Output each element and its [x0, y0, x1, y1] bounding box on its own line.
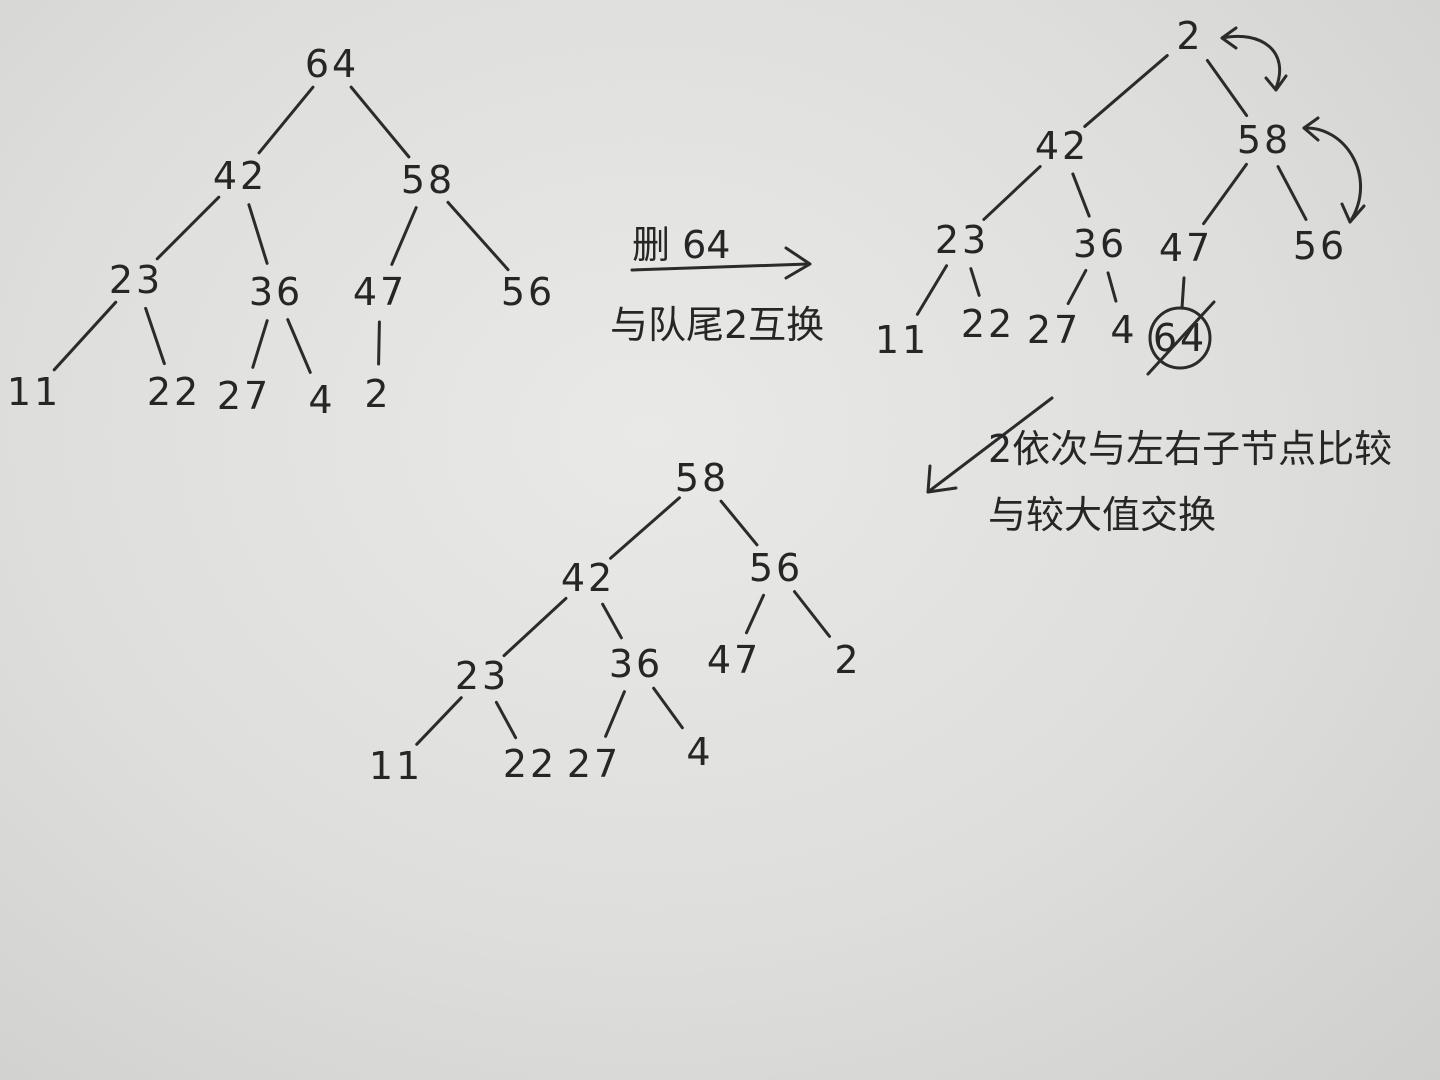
tree-node: 58 — [401, 158, 455, 202]
root-swap-arrow-head-bottom — [1264, 74, 1288, 92]
right-swap-arrow-head-bottom — [1340, 202, 1366, 224]
tree-edge — [1066, 268, 1088, 306]
tree-edge — [257, 85, 315, 155]
removed-node-circle — [1148, 306, 1212, 370]
tree-node: 36 — [249, 270, 303, 314]
removed-node-marker — [1146, 300, 1216, 376]
tree-node: 58 — [1237, 118, 1291, 162]
swap-arrows — [1220, 26, 1366, 224]
tree-edge — [1106, 271, 1118, 303]
tree-node: 4 — [686, 730, 713, 774]
tree-node: 47 — [1159, 226, 1213, 270]
tree-node: 27 — [217, 374, 271, 418]
tree-edge — [1276, 165, 1308, 221]
tree-node: 27 — [567, 742, 621, 786]
tree-edge — [744, 593, 766, 635]
tree-edge — [1205, 58, 1249, 118]
tree-node: 11 — [369, 744, 423, 788]
tree-node: 4 — [308, 378, 335, 422]
tree-node: 42 — [561, 556, 615, 600]
tree-edge — [609, 496, 681, 560]
tree-edge — [982, 165, 1042, 221]
tree-edge — [494, 700, 518, 740]
tree-edge — [719, 499, 759, 547]
tree-node: 22 — [147, 370, 201, 414]
sift-step-annotation: 2依次与左右子节点比较 与较大值交换 — [926, 396, 1392, 537]
delete-step-annotation: 删 64 与队尾2互换 — [610, 223, 824, 347]
tree-edge — [601, 602, 623, 640]
tree-node: 2 — [834, 638, 861, 682]
tree-node: 11 — [7, 370, 61, 414]
tree-edge — [144, 306, 166, 366]
delete-label: 删 64 — [632, 223, 730, 267]
tree-node: 27 — [1027, 308, 1081, 352]
right-swap-arrow — [1302, 126, 1362, 224]
tree-node: 2 — [1176, 14, 1203, 58]
tree-edge — [1071, 172, 1091, 218]
tree-node: 4 — [1110, 308, 1137, 352]
tree-edge — [247, 203, 269, 265]
tree-node: 47 — [353, 270, 407, 314]
tree-node: 42 — [1035, 124, 1089, 168]
tree-edge — [969, 267, 981, 297]
tree-edge — [390, 206, 418, 266]
tree-edge — [415, 696, 463, 746]
delete-arrow-head — [784, 246, 812, 280]
root-swap-arrow-head-top — [1220, 26, 1238, 50]
tree-node: 36 — [1073, 222, 1127, 266]
tree-node: 64 — [305, 42, 359, 86]
tree-edge — [286, 318, 312, 374]
tree-node: 23 — [935, 218, 989, 262]
tree-edge — [1083, 54, 1169, 128]
delete-swap-label: 与队尾2互换 — [610, 303, 824, 347]
tree-edge — [446, 200, 510, 272]
tree-node: 36 — [609, 642, 663, 686]
tree-node: 23 — [109, 258, 163, 302]
tree-node: 58 — [675, 456, 729, 500]
tree-node: 22 — [961, 302, 1015, 346]
tree-edge — [377, 320, 381, 366]
right-swap-arrow-head-top — [1302, 116, 1320, 142]
tree-node: 56 — [501, 270, 555, 314]
tree-edge — [251, 319, 269, 369]
tree-node: 42 — [213, 154, 267, 198]
root-swap-arrow — [1220, 35, 1282, 90]
tree-node: 56 — [749, 546, 803, 590]
tree-edge — [915, 264, 949, 316]
tree-edge — [792, 590, 832, 638]
sift-arrow-head — [926, 464, 958, 494]
sift-compare-label: 2依次与左右子节点比较 — [988, 427, 1392, 471]
tree-node: 11 — [875, 318, 929, 362]
removed-node-cross-a — [1146, 300, 1216, 376]
tree-edge — [652, 686, 684, 730]
tree-node: 47 — [707, 638, 761, 682]
delete-arrow-shaft — [630, 262, 810, 272]
tree-edge — [1180, 276, 1186, 310]
tree-edge — [502, 596, 568, 658]
tree-node: 23 — [455, 654, 509, 698]
tree-node: 22 — [503, 742, 557, 786]
tree-node: 56 — [1293, 224, 1347, 268]
tree-edge — [349, 85, 411, 159]
sift-swap-label: 与较大值交换 — [988, 493, 1216, 537]
tree-edge — [604, 690, 626, 738]
tree-node: 2 — [364, 372, 391, 416]
sift-arrow-shaft — [926, 396, 1054, 494]
tree-edge — [1202, 162, 1248, 226]
tree-edge — [52, 300, 118, 372]
tree-edge — [155, 195, 221, 261]
